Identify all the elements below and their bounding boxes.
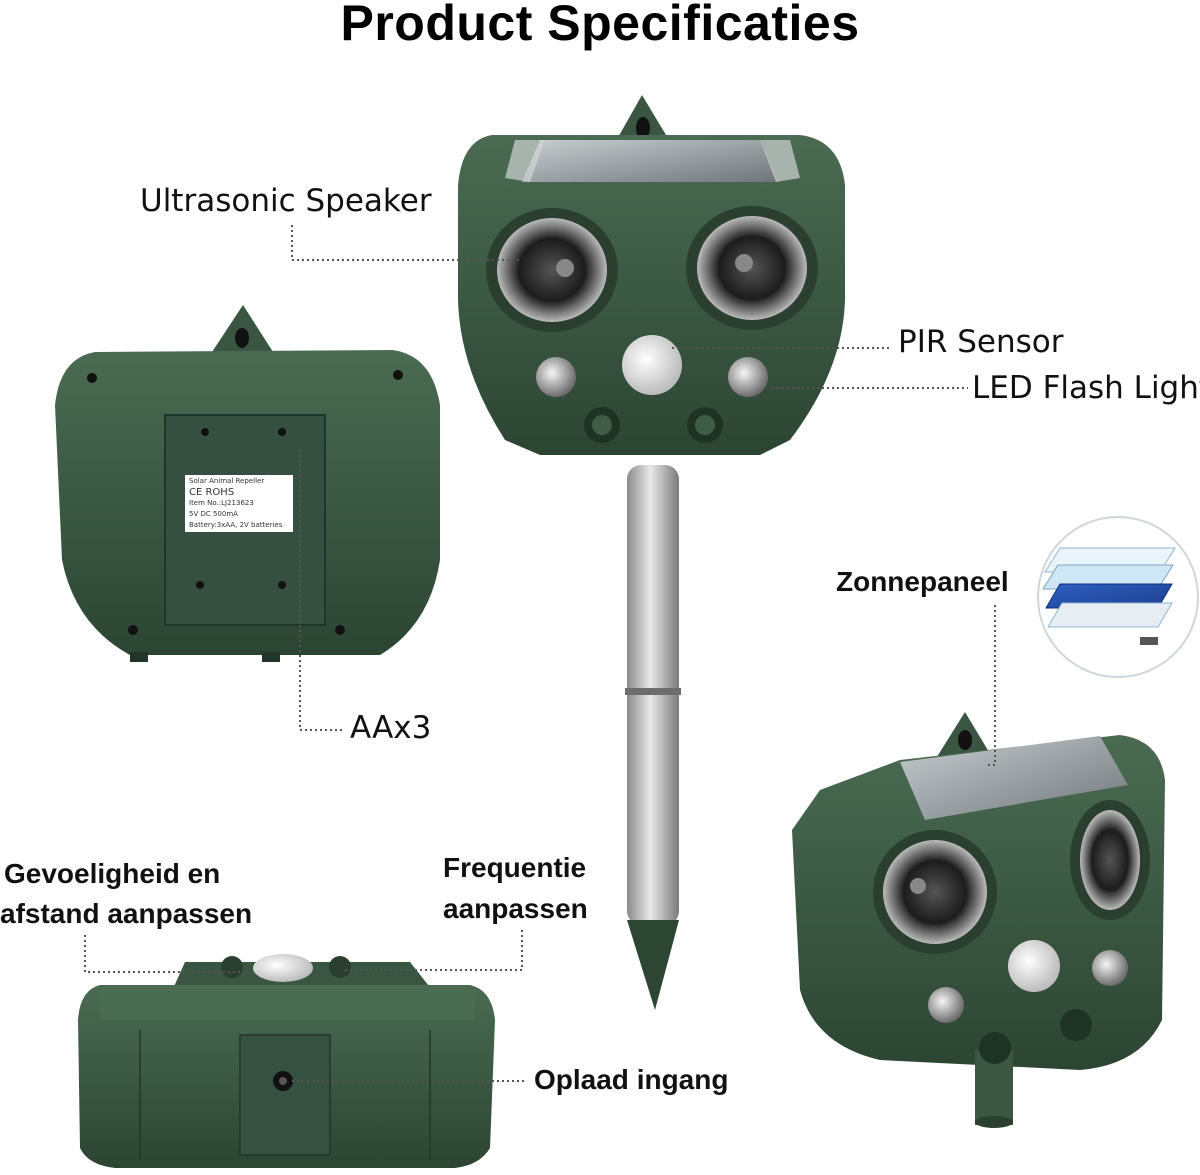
pir-sensor-dome — [622, 335, 682, 395]
label-line-2: CE ROHS — [189, 487, 235, 498]
callout-frequentie-line1: Frequentie — [443, 852, 587, 883]
label-line-4: 5V DC 500mA — [189, 510, 238, 518]
callout-oplaad-ingang: Oplaad ingang — [534, 1064, 729, 1095]
line-frequentie — [345, 930, 523, 971]
bottom-device — [78, 954, 495, 1168]
right-led — [728, 357, 768, 397]
label-line-1: Solar Animal Repeller — [189, 477, 265, 485]
side-pir — [1008, 940, 1060, 992]
callout-gevoeligheid-line2: afstand aanpassen — [0, 898, 253, 929]
callout-ultrasonic-speaker: Ultrasonic Speaker — [140, 183, 432, 219]
side-device — [792, 516, 1199, 1128]
solar-strip — [522, 140, 778, 182]
line-zonnepaneel — [985, 605, 996, 766]
callout-led-flash-light: LED Flash Light — [972, 370, 1200, 406]
back-product-label: Solar Animal Repeller CE ROHS Item No.:L… — [185, 475, 293, 532]
label-line-3: Item No.:LJ213623 — [189, 499, 254, 507]
callout-pir-sensor: PIR Sensor — [898, 324, 1064, 360]
callout-gevoeligheid-line1: Gevoeligheid en — [4, 858, 221, 889]
line-gevoeligheid — [84, 935, 240, 973]
front-device — [458, 95, 845, 1010]
line-ultrasonic — [291, 225, 520, 261]
solar-panel-layers — [1037, 516, 1199, 678]
callout-frequentie-line2: aanpassen — [443, 893, 588, 924]
label-line-5: Battery:3xAA, 2V batteries — [189, 521, 283, 529]
line-aax3 — [299, 450, 345, 731]
page-title: Product Specificaties — [340, 0, 860, 51]
callout-aax3: AAx3 — [350, 710, 432, 746]
callout-zonnepaneel: Zonnepaneel — [836, 566, 1009, 597]
callout-lines — [84, 225, 996, 1082]
left-led — [536, 357, 576, 397]
stake-tip — [627, 920, 679, 1010]
